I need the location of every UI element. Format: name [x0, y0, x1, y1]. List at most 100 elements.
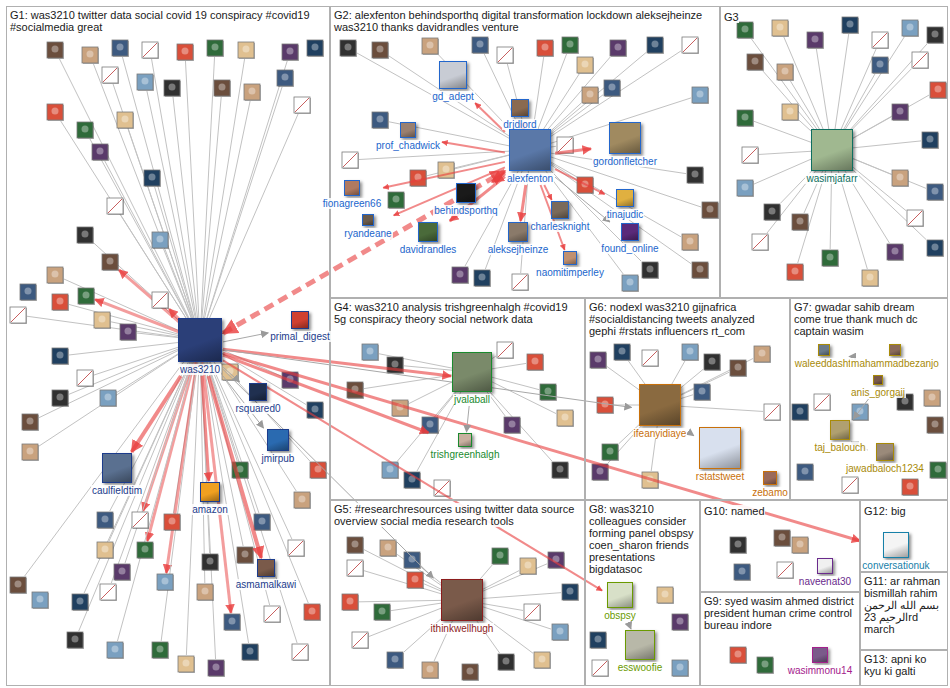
tweet-edge: [202, 376, 209, 481]
avatar-shadow: [793, 215, 809, 231]
avatar-shadow: [375, 605, 391, 621]
user-label: ifeanyidiaye: [633, 428, 688, 439]
avatar-shadow: [765, 205, 781, 221]
avatar-face: [157, 646, 164, 653]
avatar-image: [927, 184, 943, 200]
avatar-face: [352, 541, 359, 548]
avatar-face: [652, 41, 659, 48]
avatar-image: [562, 584, 578, 600]
user-label: jawadbaloch1234: [845, 463, 925, 474]
tweet-edge: [555, 149, 591, 154]
tweet-edge: [688, 432, 693, 436]
avatar-face: [309, 608, 316, 615]
avatar-image: [132, 512, 148, 528]
avatar-image: [616, 189, 634, 207]
user-node: fionagreen66: [322, 180, 382, 209]
avatar-shadow: [473, 38, 489, 54]
tie-line: [530, 51, 681, 150]
avatar-shadow: [203, 555, 219, 571]
avatar-image: [540, 384, 556, 400]
avatar-shadow: [703, 203, 719, 219]
avatar-image: [512, 274, 528, 290]
user-node: obspsy: [603, 582, 637, 621]
avatar-image: [811, 129, 853, 171]
avatar-image: [782, 104, 798, 120]
user-label: ryandeane: [343, 228, 392, 239]
avatar-shadow: [521, 559, 537, 575]
avatar-shadow: [295, 98, 311, 114]
avatar-image: [291, 311, 309, 329]
tie-line: [84, 340, 200, 593]
avatar-image: [92, 144, 108, 160]
avatar-image: [462, 664, 478, 680]
avatar-shadow: [453, 268, 469, 284]
avatar-face: [929, 394, 936, 401]
avatar-shadow: [238, 548, 254, 564]
user-label: primal_digest: [269, 331, 330, 342]
avatar-shadow: [423, 663, 439, 679]
avatar-shadow: [538, 41, 554, 57]
avatar-face: [479, 274, 486, 281]
avatar-face: [213, 664, 220, 671]
avatar-image: [792, 537, 808, 553]
avatar-shadow: [68, 633, 84, 649]
avatar-image: [792, 404, 808, 420]
missing-image-mark: [778, 563, 792, 577]
avatar-face: [609, 84, 616, 91]
avatar-image: [818, 344, 830, 356]
tweet-edge: [442, 142, 505, 152]
tie-line: [79, 340, 200, 631]
avatar-image: [452, 352, 492, 392]
avatar-image: [407, 572, 423, 588]
avatar-image: [694, 384, 710, 400]
avatar-face: [169, 84, 176, 91]
avatar-image: [112, 40, 128, 56]
avatar-face: [105, 394, 112, 401]
avatar-image: [310, 462, 326, 478]
user-label: zebamo: [751, 487, 789, 498]
avatar-shadow: [591, 353, 607, 369]
avatar-image: [120, 324, 136, 340]
avatar-face: [125, 328, 132, 335]
tweet-edge: [853, 399, 868, 419]
avatar-shadow: [753, 235, 769, 251]
avatar-shadow: [113, 41, 129, 57]
missing-image-mark: [133, 513, 147, 527]
avatar-image: [508, 222, 528, 242]
avatar-face: [867, 274, 874, 281]
user-label: esswoofie: [617, 662, 663, 673]
avatar-image: [117, 112, 133, 128]
user-node: trishgreenhalgh: [430, 433, 501, 460]
user-label: alexfenton: [506, 173, 554, 184]
avatar-face: [82, 231, 89, 238]
avatar-image: [817, 558, 833, 574]
avatar-face: [752, 58, 759, 65]
missing-image-mark: [265, 607, 279, 621]
avatar-shadow: [108, 643, 124, 659]
avatar-image: [72, 594, 88, 610]
avatar-image: [930, 82, 946, 98]
avatar-face: [699, 388, 706, 395]
missing-image-mark: [525, 605, 539, 619]
avatar-shadow: [788, 265, 804, 281]
tie-line: [128, 129, 200, 340]
group-title: G2: alexfenton behindsporthq digital tra…: [334, 9, 714, 33]
avatar-shadow: [23, 445, 39, 461]
avatar-shadow: [893, 105, 909, 121]
avatar-face: [27, 448, 34, 455]
group-title: G3: [724, 11, 739, 23]
avatar-shadow: [98, 513, 114, 529]
missing-image-mark: [593, 661, 607, 675]
tie-line: [27, 316, 200, 340]
avatar-shadow: [53, 391, 69, 407]
avatar-face: [769, 208, 776, 215]
avatar-face: [99, 316, 106, 323]
avatar-shadow: [101, 585, 117, 601]
avatar-shadow: [118, 113, 134, 129]
avatar-shadow: [289, 541, 305, 557]
user-label: conversationuk: [861, 560, 930, 571]
group-box: G5: #researchresources using twitter dat…: [330, 500, 585, 686]
user-node: ryandeane: [343, 214, 392, 239]
avatar-image: [178, 318, 222, 362]
avatar-image: [77, 122, 93, 138]
